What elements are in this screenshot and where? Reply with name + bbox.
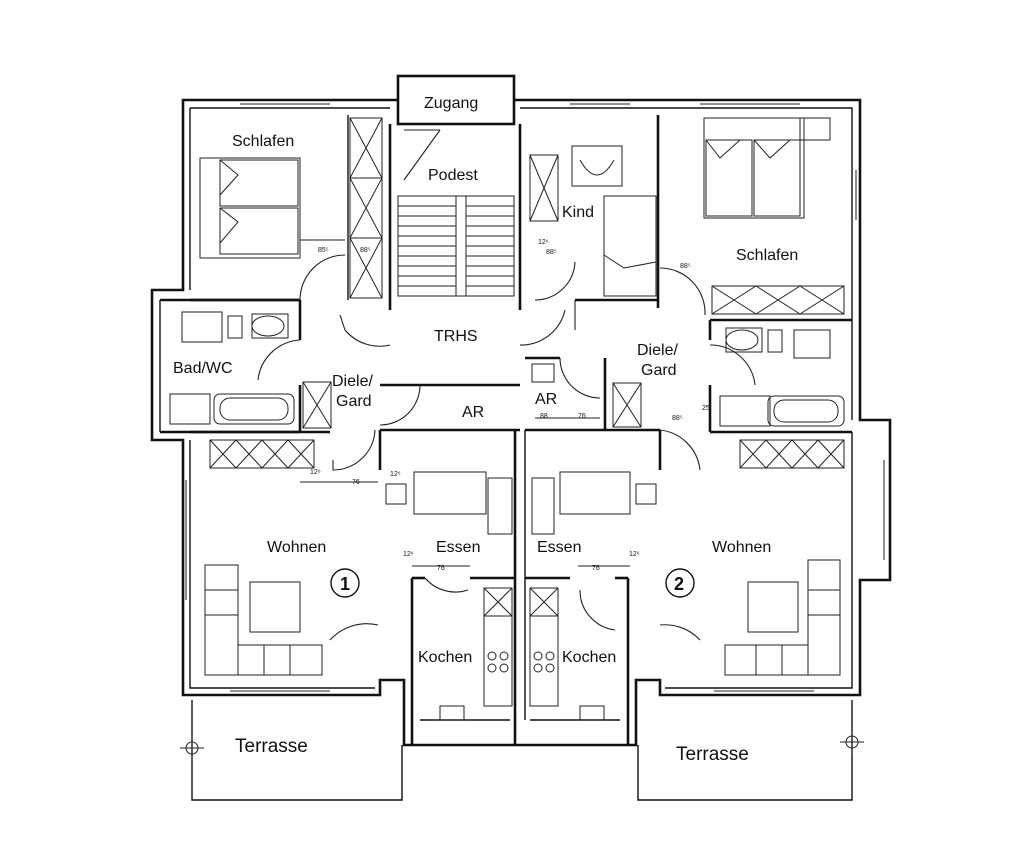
label-trhs: TRHS <box>434 328 478 345</box>
dim-126-2: 12⁶ <box>310 469 321 476</box>
dim-126-1: 12⁶ <box>538 239 549 246</box>
unit-1-marker <box>330 568 360 598</box>
dim-25: 25 <box>702 405 710 412</box>
dim-76-1: 76 <box>578 413 586 420</box>
label-zugang: Zugang <box>424 95 478 112</box>
label-wohnen-1: Wohnen <box>267 539 326 556</box>
label-ar-1: AR <box>462 404 484 421</box>
label-diele-1-line2: Gard <box>336 393 372 410</box>
furniture <box>185 103 885 721</box>
dim-885-2: 88⁵ <box>546 249 557 256</box>
label-terrasse-1: Terrasse <box>235 736 308 757</box>
label-terrasse-2: Terrasse <box>676 744 749 765</box>
bathroom-fixtures <box>169 145 845 427</box>
label-bad-wc: Bad/WC <box>173 360 233 377</box>
dim-126-4: 12⁶ <box>629 551 640 558</box>
label-kind: Kind <box>562 204 594 221</box>
dim-126-3: 12⁶ <box>403 551 414 558</box>
room-labels: Zugang Podest TRHS Schlafen Schlafen Kin… <box>173 95 798 765</box>
label-diele-2-line2: Gard <box>641 362 677 379</box>
dim-88: 88 <box>540 413 548 420</box>
dim-76-3: 76 <box>592 565 600 572</box>
dim-885-1: 88⁵ <box>360 247 371 254</box>
unit-1-number: 1 <box>340 574 350 594</box>
dim-885-4: 88⁵ <box>672 415 683 422</box>
dim-76-4: 76 <box>352 479 360 486</box>
terraces <box>180 700 864 801</box>
unit-2-marker <box>665 568 695 598</box>
label-schlafen-1: Schlafen <box>232 133 294 150</box>
label-kochen-2: Kochen <box>562 649 616 666</box>
label-wohnen-2: Wohnen <box>712 539 771 556</box>
label-ar-2: AR <box>535 391 557 408</box>
dimension-marks: 85⁵ 88⁵ 12⁶ 88⁵ 88⁵ 88 76 88⁵ 25 12⁶ 12⁶… <box>300 239 710 572</box>
label-diele-2-line1: Diele/ <box>637 342 678 359</box>
staircase <box>397 129 515 297</box>
wardrobes <box>209 117 845 617</box>
label-diele-1-line1: Diele/ <box>332 373 373 390</box>
label-kochen-1: Kochen <box>418 649 472 666</box>
label-essen-2: Essen <box>537 539 581 556</box>
unit-markers: 1 2 <box>330 568 695 598</box>
outer-walls <box>150 74 892 747</box>
interior-walls <box>160 115 852 745</box>
dim-126-5: 12⁶ <box>390 471 401 478</box>
door-swings <box>257 254 756 641</box>
label-schlafen-2: Schlafen <box>736 247 798 264</box>
dim-885-3: 88⁵ <box>680 263 691 270</box>
label-podest: Podest <box>428 167 478 184</box>
dim-85-1: 85⁵ <box>318 247 329 254</box>
beds <box>199 117 831 297</box>
dim-76-2: 76 <box>437 565 445 572</box>
unit-2-number: 2 <box>674 574 684 594</box>
label-essen-1: Essen <box>436 539 480 556</box>
